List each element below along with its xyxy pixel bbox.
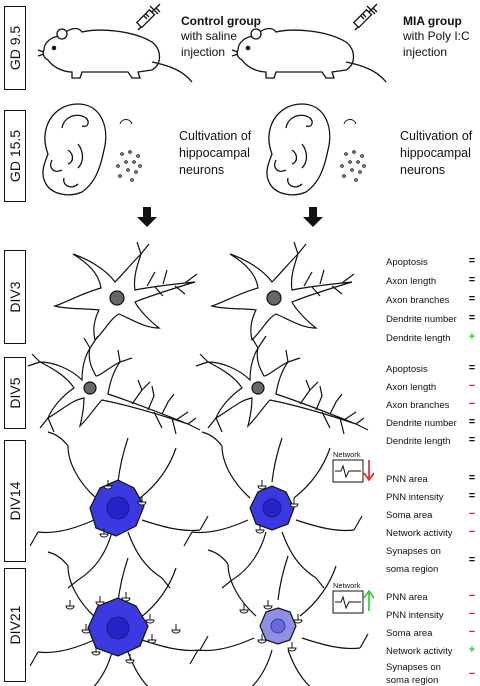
result-symbol: −	[468, 608, 476, 620]
result-symbol: +	[468, 331, 476, 343]
result-symbol: =	[468, 274, 476, 286]
mia-down-arrow-icon	[303, 207, 323, 227]
mia-div5-neuron	[195, 335, 369, 435]
stage-div14: DIV14	[4, 440, 26, 562]
result-label: Axon branches	[386, 400, 450, 411]
result-label: Apoptosis	[386, 257, 428, 268]
cultivation-line3: neurons	[400, 163, 446, 177]
result-symbol: =	[468, 293, 476, 305]
result-label: Dendrite length	[386, 333, 451, 344]
result-label: PNN area	[386, 592, 428, 603]
mia-neurons-dots-icon	[340, 119, 366, 182]
result-symbol: =	[468, 434, 476, 446]
result-label: Soma area	[386, 510, 433, 521]
result-label: Dendrite number	[386, 418, 457, 429]
result-label-line2: soma region	[386, 675, 439, 686]
result-label: Axon length	[386, 382, 437, 393]
cultivation-line2: hippocampal	[179, 146, 250, 160]
result-symbol: =	[468, 472, 476, 484]
control-group-sub1: with saline	[181, 29, 238, 43]
result-symbol: =	[468, 416, 476, 428]
cultivation-line2: hippocampal	[400, 146, 471, 160]
cultivation-line1: Cultivation of	[400, 129, 473, 143]
mia-group-header: MIA group with Poly I:C injection	[403, 14, 470, 60]
control-div14-network	[29, 431, 209, 589]
mia-group-title: MIA group	[403, 14, 462, 28]
result-label: Network activity	[386, 646, 453, 657]
control-div3-neuron	[54, 241, 198, 341]
div21-network-label: Network	[333, 581, 361, 590]
stage-gd-9-5: GD 9.5	[4, 6, 26, 90]
div21-network-up-arrow-icon	[363, 589, 375, 611]
result-label: Dendrite length	[386, 436, 451, 447]
result-symbol: −	[468, 380, 476, 392]
control-div21-network	[29, 551, 209, 686]
result-symbol: −	[468, 526, 476, 538]
result-label: PNN intensity	[386, 610, 444, 621]
control-group-sub2: injection	[181, 45, 226, 59]
result-label: Axon branches	[386, 295, 450, 306]
result-label: Axon length	[386, 276, 437, 287]
stage-gd-15-5: GD 15.5	[4, 110, 26, 202]
result-symbol: −	[468, 668, 476, 680]
control-cultivation-text: Cultivation of hippocampal neurons	[179, 128, 251, 179]
div14-network-label: Network	[333, 450, 361, 459]
control-div5-neuron	[27, 335, 201, 435]
control-mouse-icon	[37, 27, 193, 83]
result-symbol: =	[468, 255, 476, 267]
div14-network-down-arrow-icon	[363, 460, 375, 482]
control-neurons-dots-icon	[116, 119, 142, 182]
result-symbol: =	[468, 554, 476, 566]
stage-div21: DIV21	[4, 568, 26, 682]
result-label: PNN intensity	[386, 492, 444, 503]
cultivation-line3: neurons	[179, 163, 225, 177]
result-label: Dendrite number	[386, 314, 457, 325]
result-symbol: −	[468, 626, 476, 638]
result-label: Network activity	[386, 528, 453, 539]
result-symbol: −	[468, 508, 476, 520]
control-embryo-icon	[42, 103, 107, 196]
mia-div14-network	[183, 431, 363, 589]
result-symbol: =	[468, 490, 476, 502]
result-symbol: −	[468, 590, 476, 602]
result-symbol: =	[468, 312, 476, 324]
mia-cultivation-text: Cultivation of hippocampal neurons	[400, 128, 472, 179]
stage-div3: DIV3	[4, 250, 26, 344]
mia-syringe-icon	[353, 3, 378, 31]
control-down-arrow-icon	[137, 207, 157, 227]
result-symbol: =	[468, 362, 476, 374]
result-label: Apoptosis	[386, 364, 428, 375]
result-label: PNN area	[386, 474, 428, 485]
mia-group-sub2: injection	[403, 45, 448, 59]
result-label-line2: soma region	[386, 564, 439, 575]
div21-network-activity-box	[332, 590, 364, 614]
cultivation-line1: Cultivation of	[179, 129, 252, 143]
mia-embryo-icon	[266, 103, 331, 196]
result-symbol: −	[468, 398, 476, 410]
result-label: Synapses on	[386, 546, 441, 557]
div14-network-activity-box	[332, 459, 364, 483]
control-group-title: Control group	[181, 14, 261, 28]
result-label: Soma area	[386, 628, 433, 639]
mia-div21-network	[189, 549, 369, 686]
control-group-header: Control group with saline injection	[181, 14, 261, 60]
mia-group-sub1: with Poly I:C	[403, 29, 470, 43]
control-syringe-icon	[136, 3, 161, 31]
mia-div3-neuron	[211, 241, 355, 341]
result-symbol: +	[468, 644, 476, 656]
stage-div5: DIV5	[4, 357, 26, 429]
result-label: Synapses on	[386, 662, 441, 673]
